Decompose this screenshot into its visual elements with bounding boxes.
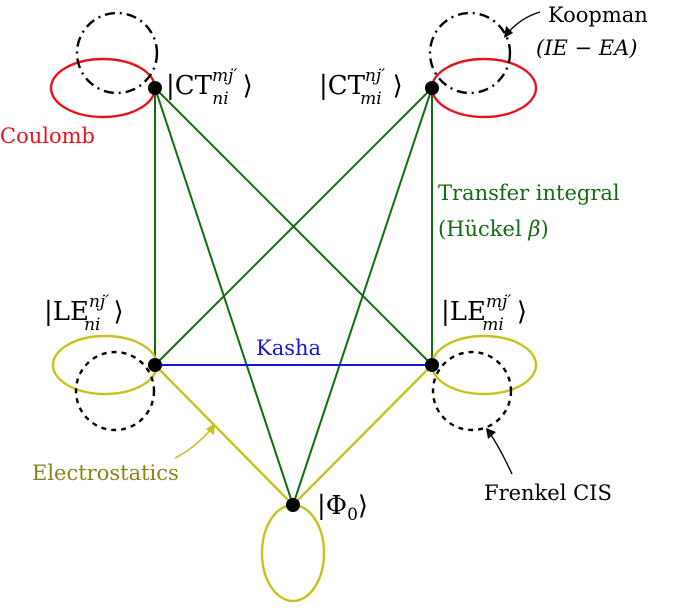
frenkel-arrow (488, 431, 513, 475)
label-ct-mi: |CTnj′mi⟩ (319, 66, 403, 109)
state-nodes (148, 81, 439, 512)
node-le-mi (425, 358, 439, 372)
coulomb-loops (49, 57, 538, 119)
electrostatics-arrowhead (206, 423, 215, 435)
label-le-mi: |LEmj′mi⟩ (441, 292, 527, 335)
self-loop-le-mi-frenkel (431, 350, 513, 432)
self-loop-le-mi-electrostatics (430, 334, 538, 396)
frenkel-arrowhead (486, 428, 496, 439)
edge-ct-mi-phi0 (292, 87, 433, 506)
frenkel-loops (74, 350, 513, 432)
transfer-integral-subtitle: (Hückel β) (438, 217, 549, 241)
edge-le-ni-phi0 (154, 364, 294, 506)
koopman-arrowhead (504, 26, 513, 38)
self-loop-ct-mi-koopman (428, 11, 512, 95)
electrostatics-label: Electrostatics (32, 461, 179, 485)
node-ct-ni (148, 81, 162, 95)
self-loop-le-ni-electrostatics (51, 334, 159, 396)
edge-ct-ni-phi0 (154, 87, 294, 506)
self-loop-ct-mi-coulomb (430, 57, 538, 119)
pointer-arrows (488, 11, 541, 475)
frenkel-label: Frenkel CIS (484, 481, 612, 505)
node-le-ni (148, 358, 162, 372)
koopman-arrow (506, 11, 541, 35)
edge-ct-mi-le-ni (154, 87, 433, 366)
self-loop-ct-ni-coulomb (49, 57, 157, 119)
transfer-integral-lines (154, 87, 433, 506)
kasha-label: Kasha (256, 336, 321, 360)
koopman-label: Koopman (548, 3, 648, 27)
label-le-ni: |LEnj′ni⟩ (44, 292, 124, 335)
node-phi0 (286, 498, 300, 512)
electrostatics-arrow (174, 427, 213, 459)
coulomb-label: Coulomb (0, 124, 95, 148)
transfer-integral-label: Transfer integral (438, 181, 620, 205)
label-phi0: |Φ0⟩ (317, 491, 368, 525)
self-loop-ct-ni-koopman (75, 11, 159, 95)
self-loop-phi0-electrostatics (260, 503, 326, 603)
koopman-subtitle: (IE − EA) (536, 36, 637, 60)
self-loop-le-ni-frenkel (74, 350, 156, 432)
edge-le-mi-phi0 (292, 364, 433, 506)
label-ct-ni: |CTmj′ni⟩ (166, 66, 253, 109)
node-ct-mi (425, 81, 439, 95)
koopman-loops (75, 11, 512, 95)
